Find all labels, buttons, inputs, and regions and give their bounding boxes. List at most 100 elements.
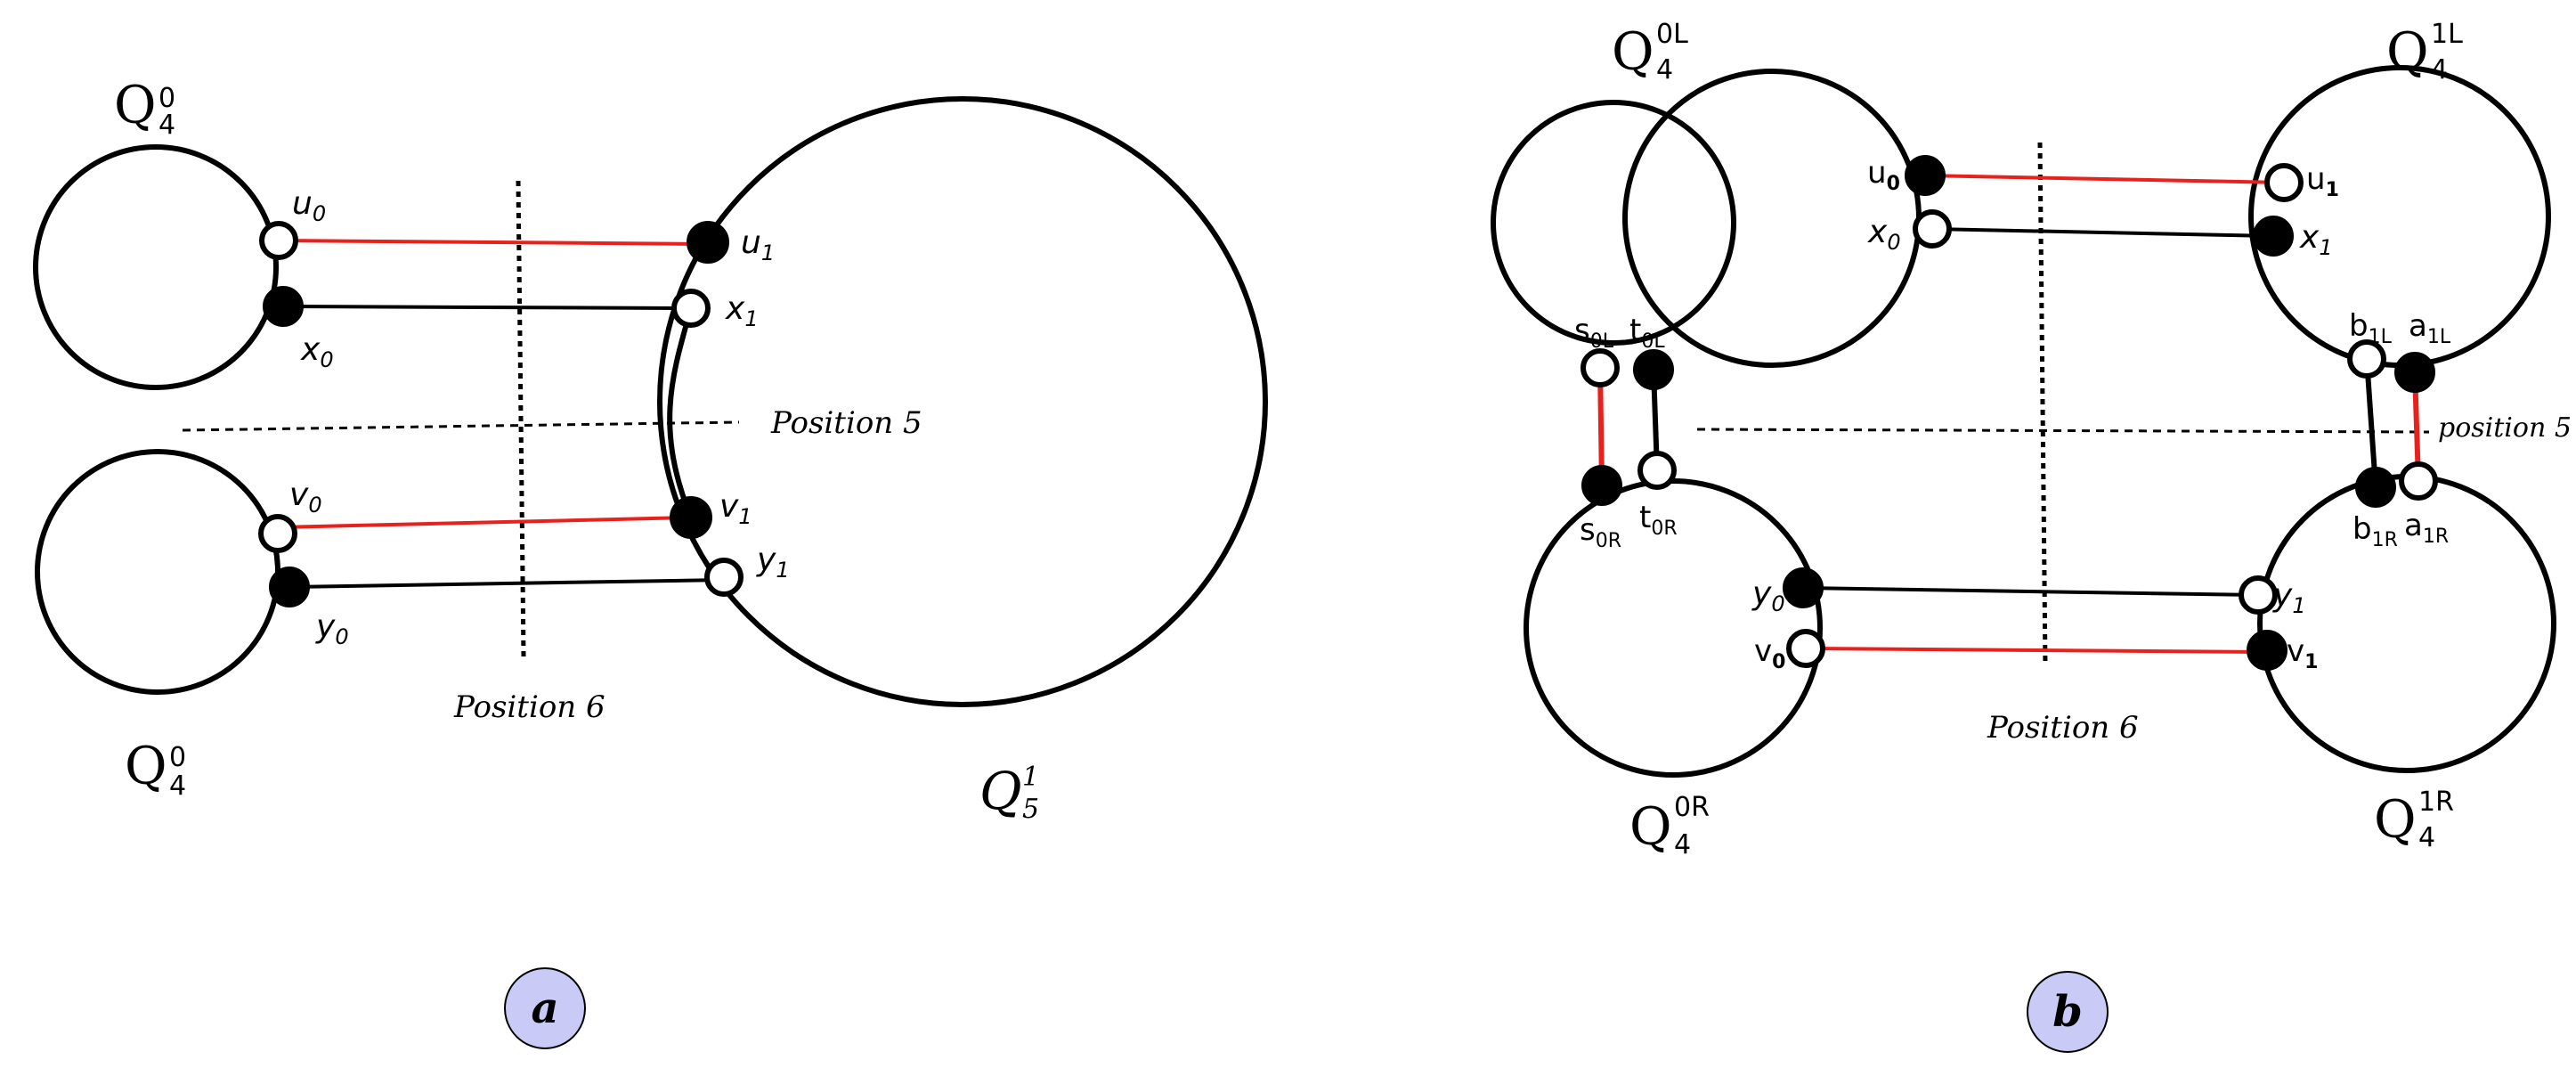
edge-x0-x1 — [282, 305, 692, 310]
position-5-label-b: position 5 — [2438, 412, 2572, 444]
cube-label-q4-1R: Q 1R 4 — [2374, 787, 2454, 853]
node-x1-b — [2253, 216, 2294, 257]
svg-text:Q: Q — [1629, 796, 1672, 857]
node-v0-b — [1786, 629, 1825, 668]
label-t0R: t0R — [1639, 500, 1678, 540]
node-u0-b — [1905, 155, 1946, 196]
edge-x1-v1 — [667, 307, 694, 519]
svg-text:4: 4 — [2431, 54, 2448, 86]
svg-text:0R: 0R — [1674, 792, 1710, 823]
ring-q5-1 — [657, 96, 1268, 707]
node-x0-b — [1913, 209, 1952, 249]
svg-text:0L: 0L — [1656, 19, 1688, 50]
label-s0R: s0R — [1580, 512, 1621, 552]
position-6-label-b: Position 6 — [1987, 710, 2139, 746]
node-b1L — [2347, 339, 2386, 379]
svg-text:a: a — [531, 983, 558, 1033]
node-t0L — [1633, 349, 1674, 390]
label-x1-b: x1 — [2299, 219, 2333, 260]
label-y1-b: y1 — [2272, 577, 2306, 618]
node-u1-b — [2264, 163, 2304, 202]
edge-x0-x1-b — [1931, 227, 2274, 238]
svg-text:Q: Q — [979, 761, 1022, 821]
edge-u0-u1 — [278, 239, 709, 246]
label-b1R: b1R — [2353, 511, 2398, 551]
svg-text:4: 4 — [1656, 54, 1673, 86]
label-a1L: a1L — [2409, 308, 2451, 348]
node-x1 — [671, 289, 711, 328]
node-a1R — [2399, 461, 2438, 501]
label-u0: u0 — [292, 185, 326, 226]
label-b1L: b1L — [2349, 308, 2393, 348]
cube-label-q4-0R: Q 0R 4 — [1629, 792, 1710, 860]
svg-text:5: 5 — [1022, 794, 1039, 825]
label-y0: y0 — [315, 608, 349, 649]
cube-label-q4-0-top: Q 0 4 — [114, 75, 175, 141]
ring-q4-0-bottom — [35, 449, 280, 695]
panel-b-badge: b — [2027, 971, 2109, 1053]
node-y0 — [269, 567, 310, 607]
edge-y0-y1-b — [1802, 586, 2259, 597]
node-y1-b — [2239, 575, 2278, 615]
node-x0 — [263, 286, 304, 327]
ring-q4-1L — [2248, 65, 2551, 368]
label-v0: v0 — [289, 477, 322, 518]
ring-q4-0L-left — [1491, 100, 1736, 346]
edge-v0-v1-b — [1805, 647, 2268, 654]
label-a1R: a1R — [2404, 508, 2449, 548]
panel-b: u0 u1 x0 x1 s0L t0L s0R t0R b1L a1L b1R … — [1491, 19, 2572, 1053]
label-t0L: t0L — [1629, 313, 1665, 353]
svg-text:4: 4 — [158, 110, 175, 141]
svg-text:4: 4 — [2418, 822, 2435, 853]
panel-a-badge: a — [504, 967, 586, 1049]
svg-text:Q: Q — [1612, 21, 1654, 82]
node-y1 — [704, 558, 744, 597]
svg-text:Q: Q — [114, 75, 157, 135]
node-u0 — [259, 221, 298, 260]
node-t0R — [1637, 451, 1677, 490]
label-y1: y1 — [756, 542, 790, 583]
svg-text:1L: 1L — [2431, 19, 2463, 50]
node-v1 — [670, 496, 712, 539]
node-u1 — [687, 221, 729, 264]
svg-text:0: 0 — [169, 742, 186, 773]
cube-label-q5-1: Q 1 5 — [979, 761, 1039, 825]
svg-text:1: 1 — [1022, 762, 1039, 793]
label-u1: u1 — [741, 224, 775, 265]
label-y0-b: y0 — [1751, 575, 1785, 616]
cube-label-q4-1L: Q 1L 4 — [2386, 19, 2463, 86]
svg-text:Q: Q — [2374, 789, 2417, 850]
divider-position-5-b — [1696, 428, 2430, 434]
panel-a: u0 x0 u1 x1 v0 y0 v1 y1 Q 0 4 Q 0 4 Q 1 … — [33, 75, 1268, 1049]
divider-position-5-a — [182, 420, 740, 432]
position-5-label-a: Position 5 — [770, 405, 922, 441]
position-6-label-a: Position 6 — [453, 689, 605, 725]
label-s0L: s0L — [1574, 313, 1614, 353]
svg-text:0: 0 — [158, 83, 175, 114]
label-x0: x0 — [300, 331, 334, 372]
divider-position-6-b — [2037, 142, 2048, 667]
label-u0-b: u0 — [1867, 155, 1900, 195]
edge-u0-u1-b — [1924, 174, 2285, 184]
ring-q4-0-top — [33, 144, 279, 390]
svg-text:1R: 1R — [2418, 787, 2454, 818]
node-s0R — [1581, 465, 1622, 506]
edge-y0-y1 — [288, 578, 725, 589]
edge-v0-v1 — [277, 516, 692, 529]
cube-label-q4-0L: Q 0L 4 — [1612, 19, 1688, 86]
label-v0-b: v0 — [1754, 633, 1785, 673]
label-v1: v1 — [719, 488, 752, 529]
node-a1L — [2394, 352, 2435, 393]
node-b1R — [2355, 467, 2396, 508]
svg-text:b: b — [2052, 987, 2083, 1037]
node-v0 — [258, 514, 297, 553]
label-x0-b: x0 — [1867, 214, 1901, 255]
node-v1-b — [2247, 630, 2288, 671]
node-s0L — [1581, 348, 1620, 387]
svg-text:Q: Q — [125, 736, 167, 796]
label-u1-b: u1 — [2306, 161, 2339, 201]
cube-label-q4-0-bottom: Q 0 4 — [125, 736, 186, 802]
label-v1-b: v1 — [2287, 633, 2318, 673]
divider-position-6-a — [516, 180, 526, 657]
